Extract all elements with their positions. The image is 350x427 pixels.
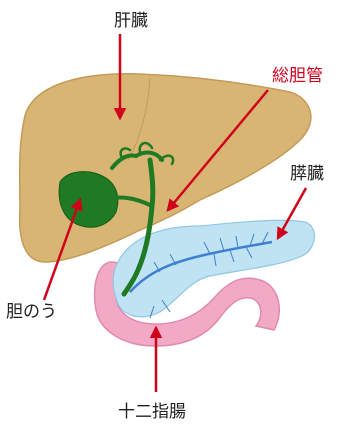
gallbladder-label: 胆のう <box>6 302 57 322</box>
duodenum-label: 十二指腸 <box>118 402 186 422</box>
pancreas-label: 膵臓 <box>290 164 324 184</box>
common-bile-duct-label: 総胆管 <box>272 66 323 86</box>
liver-label: 肝臓 <box>114 11 148 31</box>
